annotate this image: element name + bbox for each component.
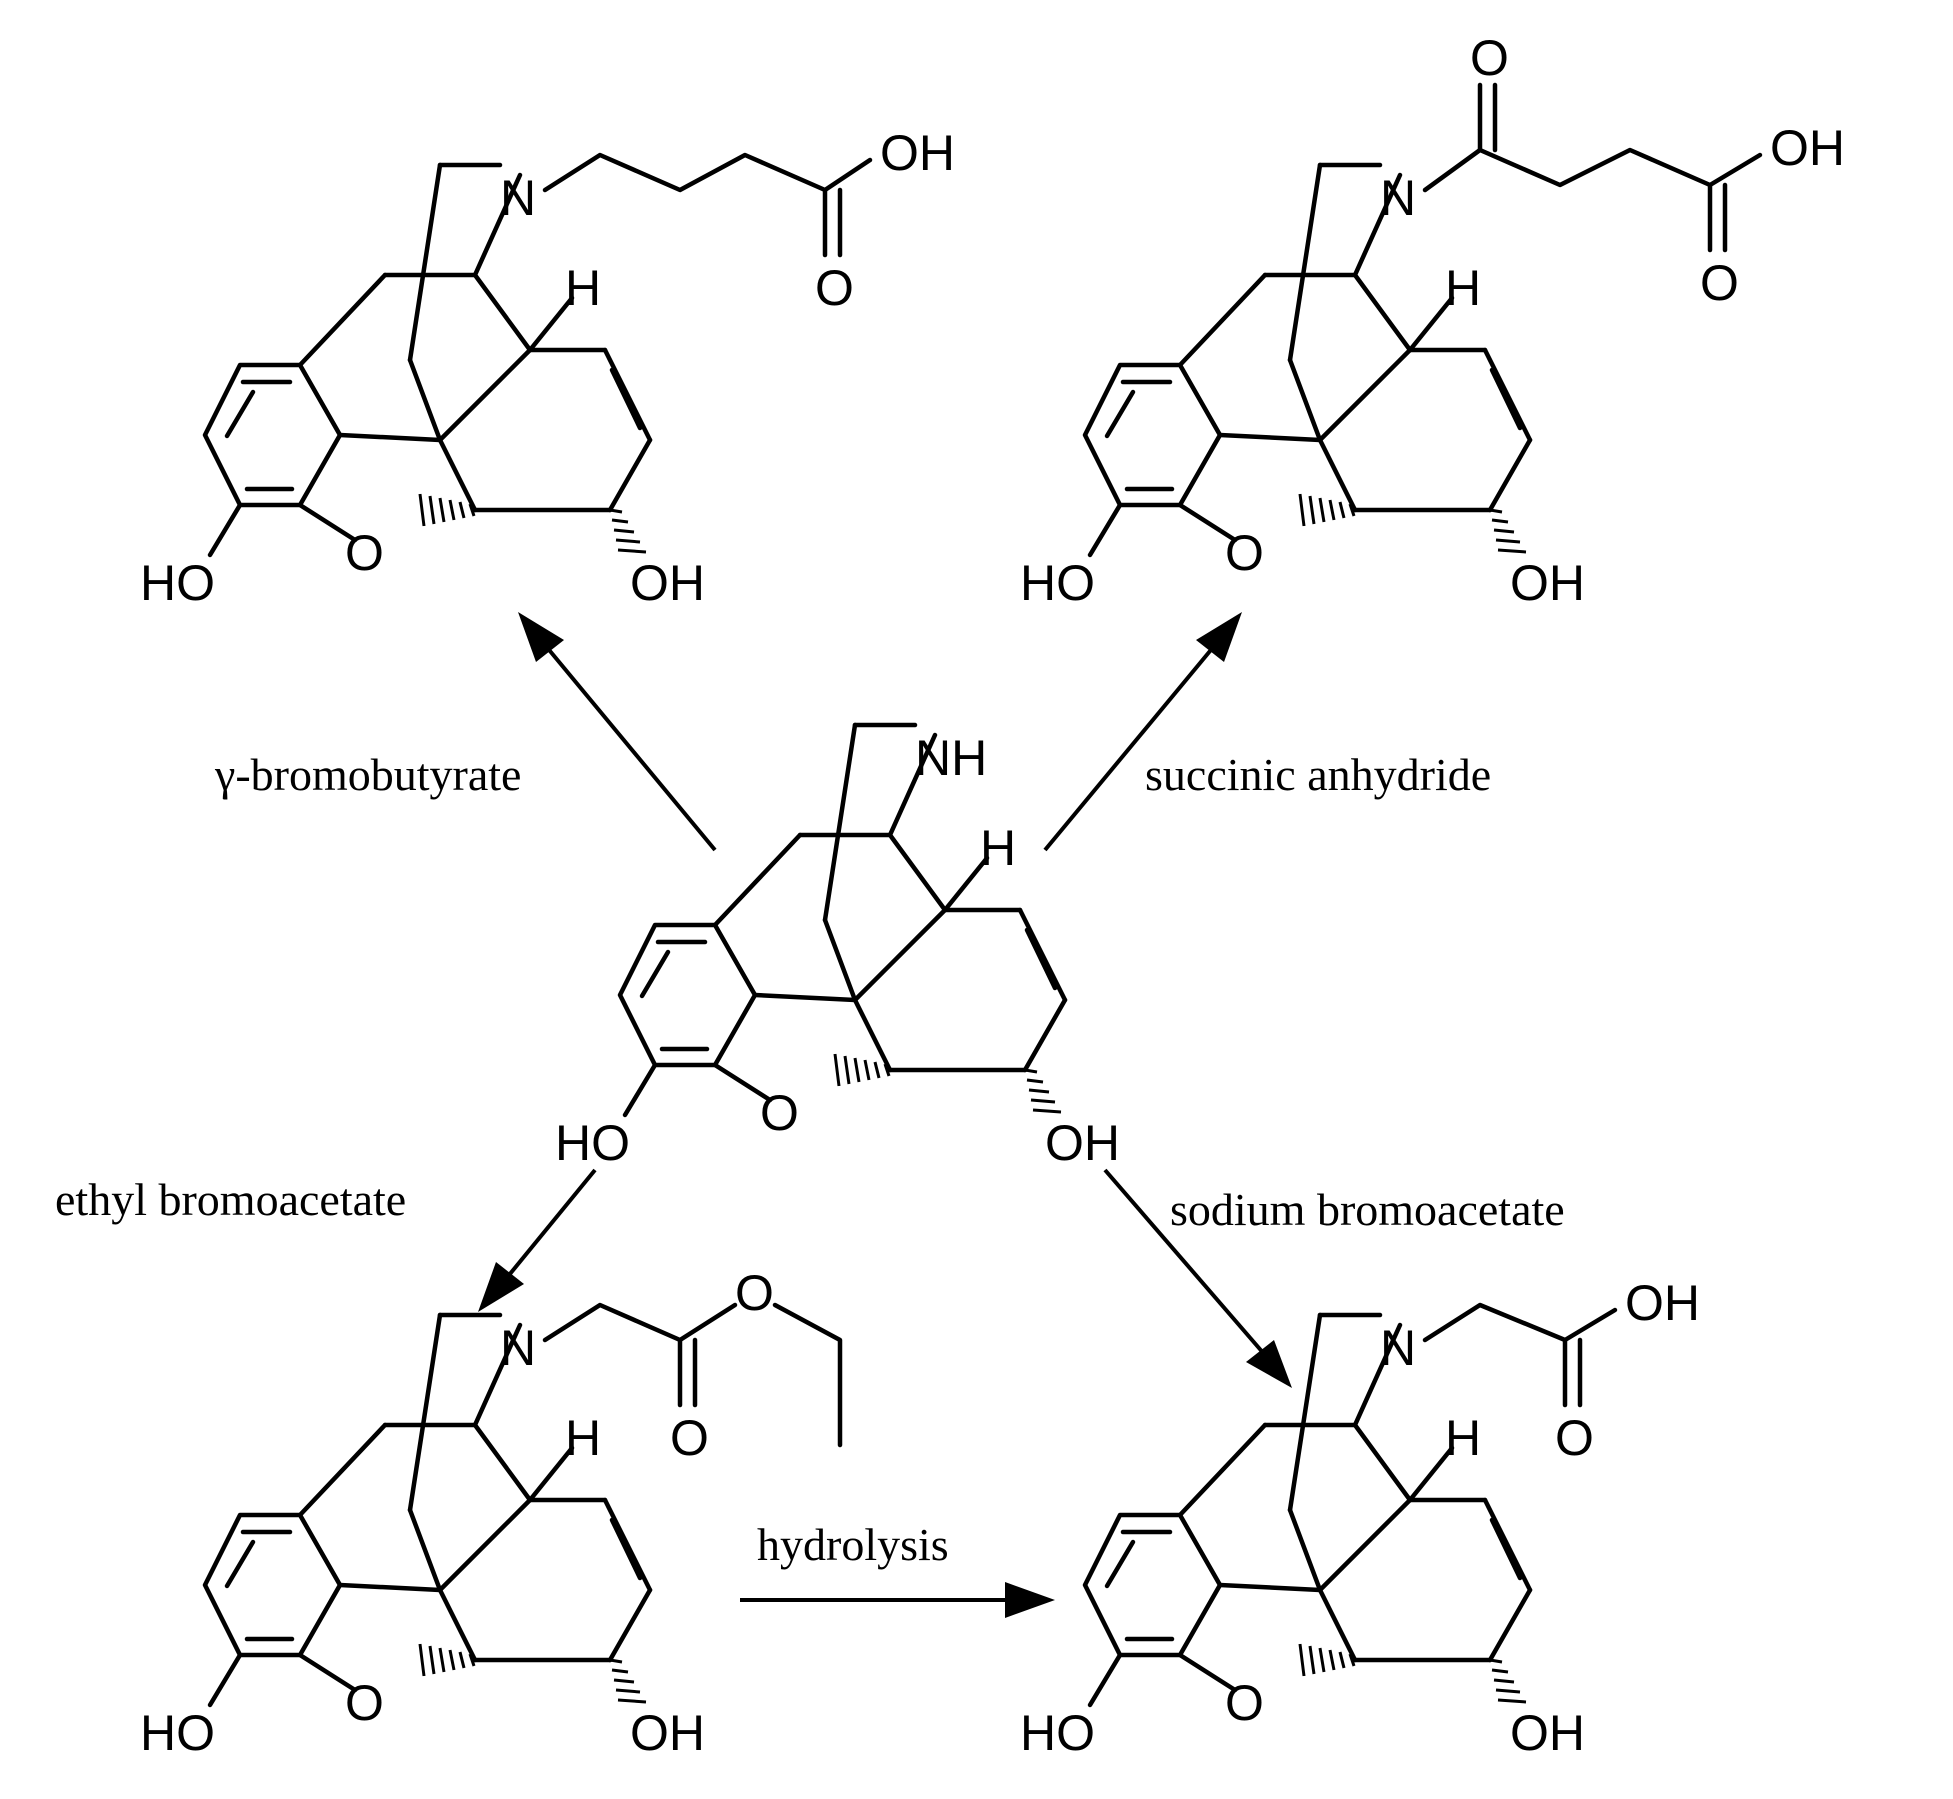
carbonyl-oxygen-label: O (1555, 1410, 1594, 1466)
nitrogen-label: N (500, 1320, 536, 1376)
product-carboxymethyl: N OH O (1020, 1275, 1700, 1761)
acid-oh-label: OH (880, 125, 955, 181)
carbonyl-oxygen-label: O (1700, 255, 1739, 311)
nitrogen-label: N (500, 170, 536, 226)
arrow-hydrolysis (740, 1582, 1055, 1618)
product-carboxypropyl: N OH O (140, 125, 955, 611)
carbonyl-oxygen-label: O (670, 1410, 709, 1466)
reagent-hydrolysis: hydrolysis (757, 1519, 949, 1570)
product-succinyl: N O OH O (1020, 30, 1845, 611)
arrow-to-bottom-left (478, 1168, 597, 1312)
nitrogen-label: N (1380, 1320, 1416, 1376)
arrow-to-top-right (1043, 612, 1242, 852)
product-ethyl-ester: N O O (140, 1265, 843, 1761)
reagent-ethyl-bromoacetate: ethyl bromoacetate (55, 1174, 406, 1225)
reagent-sodium-bromoacetate: sodium bromoacetate (1170, 1184, 1565, 1235)
arrow-to-bottom-right (1103, 1168, 1292, 1388)
carbonyl-oxygen-label: O (1470, 30, 1509, 86)
reagent-succinic-anhydride: succinic anhydride (1145, 749, 1491, 800)
amine-label: NH (915, 730, 987, 786)
arrow-to-top-left (518, 612, 717, 852)
carbonyl-oxygen-label: O (815, 260, 854, 316)
starting-material-normorphine: NH (555, 725, 1120, 1171)
nitrogen-label: N (1380, 170, 1416, 226)
reagent-gamma-bromobutyrate: γ-bromobutyrate (214, 749, 521, 800)
acid-oh-label: OH (1770, 120, 1845, 176)
ester-oxygen-label: O (735, 1265, 774, 1321)
acid-oh-label: OH (1625, 1275, 1700, 1331)
